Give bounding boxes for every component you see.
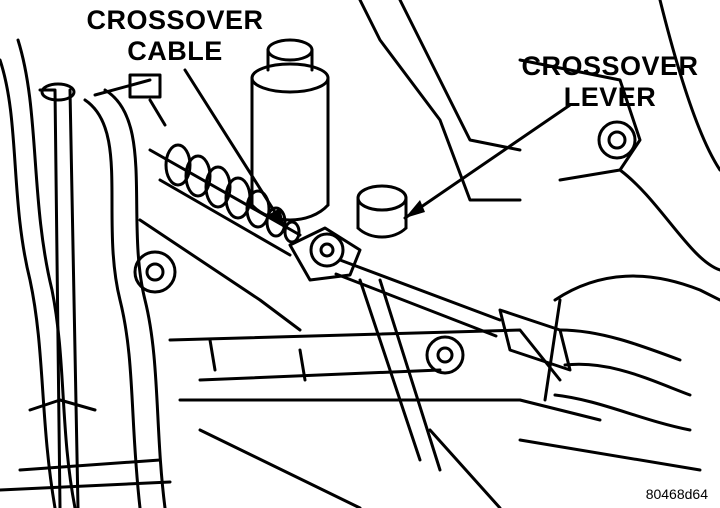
crossover-lever-label-line1: CROSSOVER — [521, 51, 699, 81]
crossover-lever-label-line2: LEVER — [563, 82, 657, 112]
curved-hose — [83, 73, 167, 508]
crossover-lever — [288, 226, 362, 282]
central-cylinder — [250, 38, 330, 222]
crossover-cable-boot — [148, 143, 302, 257]
crossover-cable-label: CROSSOVER CABLE — [82, 7, 268, 69]
arrowhead-cable — [268, 208, 285, 228]
hand — [543, 274, 720, 432]
crossover-cable-label-line1: CROSSOVER — [86, 5, 264, 35]
screwdriver — [334, 258, 572, 472]
crossover-lever-label: CROSSOVER LEVER — [520, 53, 700, 115]
crossover-lever-stud — [356, 184, 408, 239]
bolt-lower — [425, 335, 465, 375]
bolt-left — [133, 250, 177, 294]
leader-arrows — [183, 68, 572, 230]
bolt-upper-right — [597, 120, 637, 160]
arrowhead-lever — [405, 200, 425, 218]
figure-id: 80468d64 — [645, 486, 708, 502]
left-hose-rod — [0, 38, 172, 508]
crossover-cable-label-line2: CABLE — [127, 36, 223, 66]
